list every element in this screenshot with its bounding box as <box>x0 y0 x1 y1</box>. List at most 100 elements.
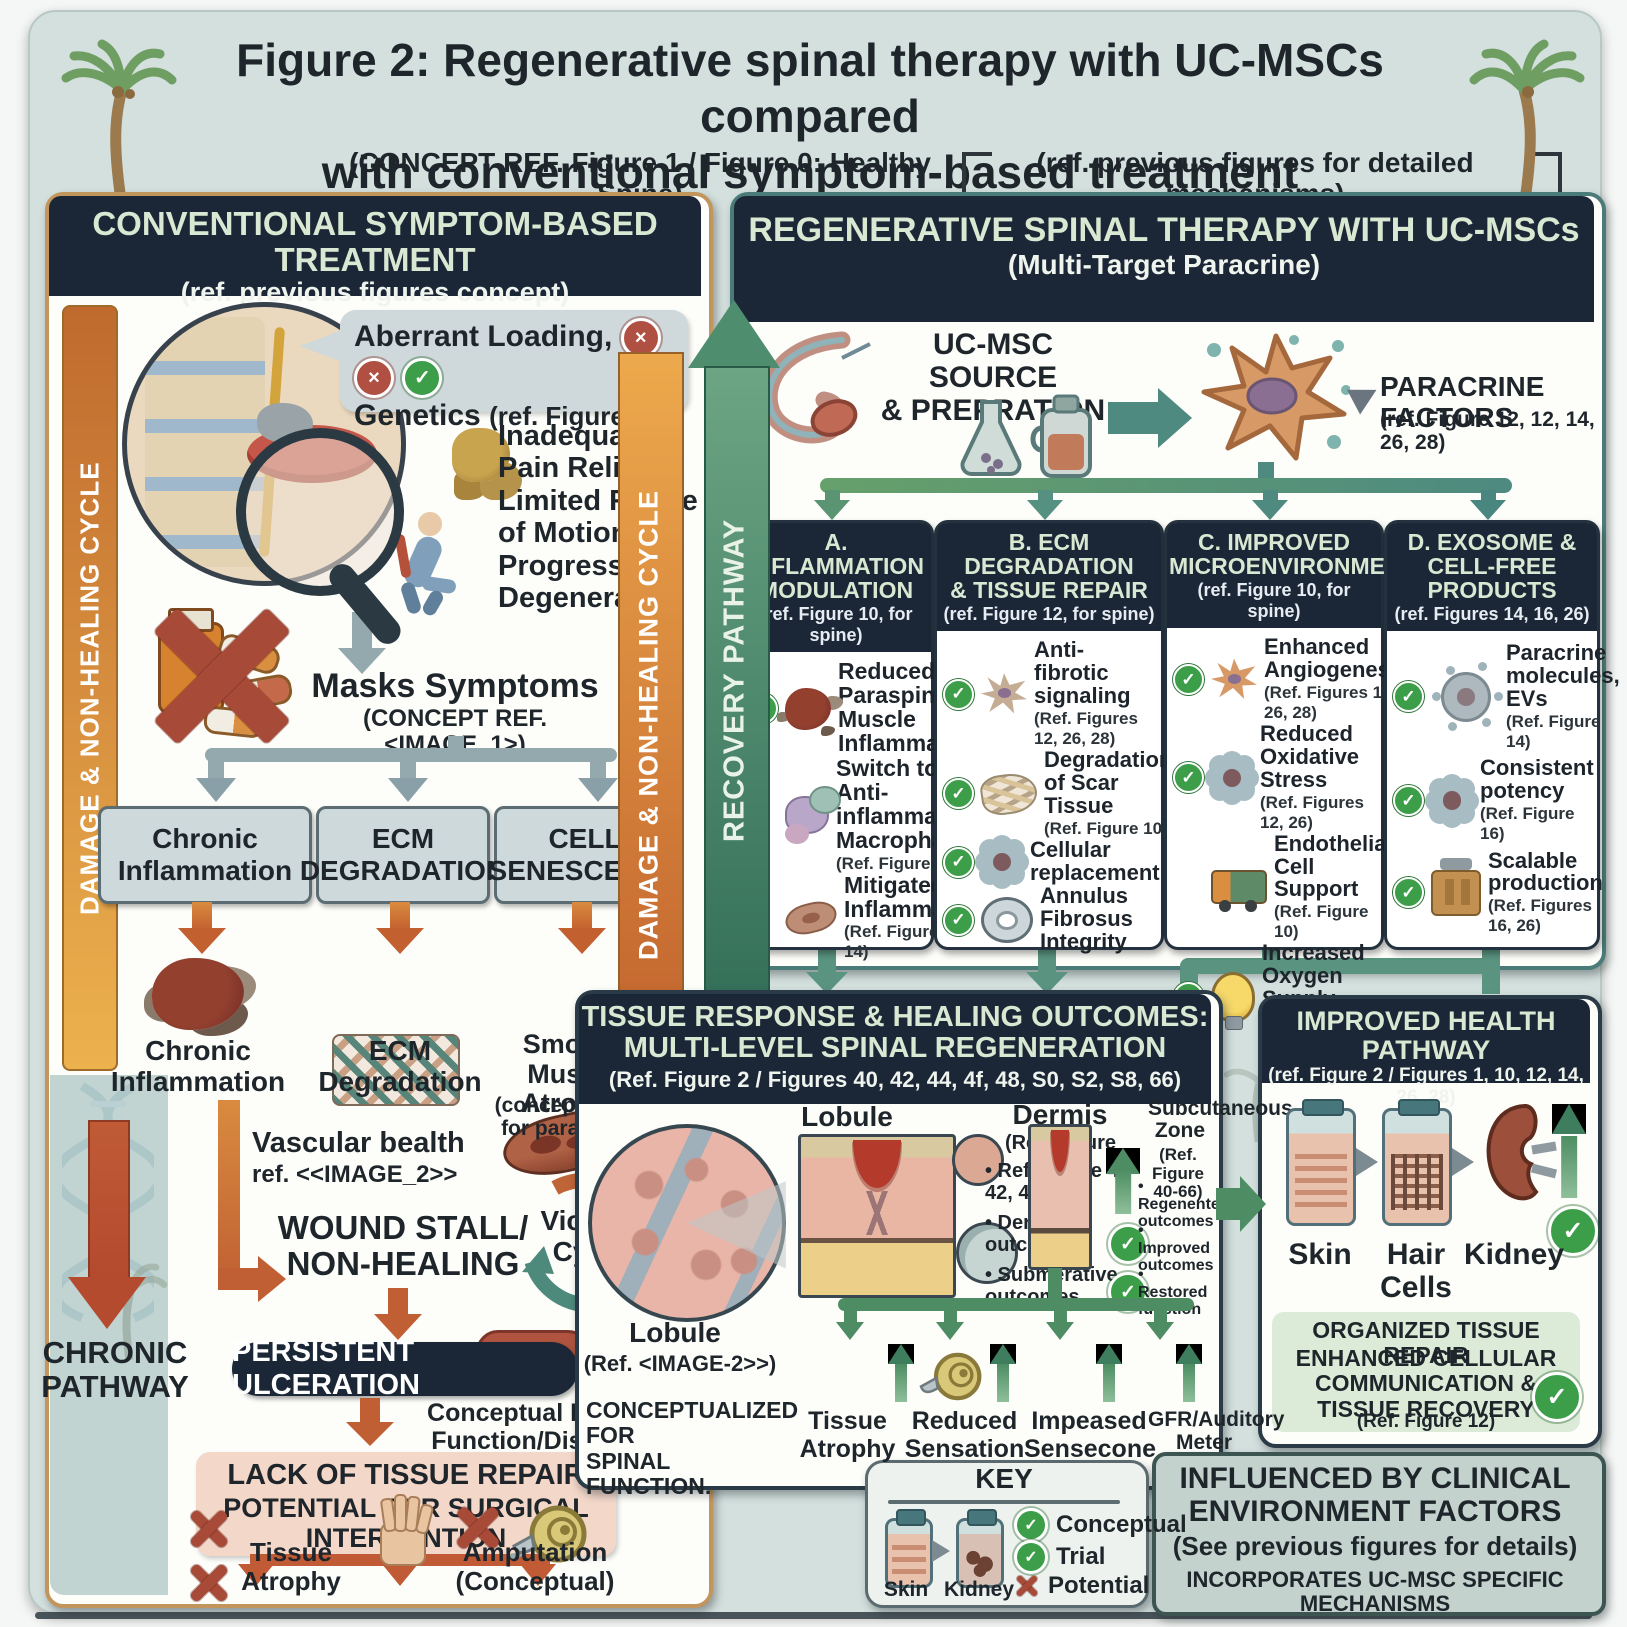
check-icon: ✓ <box>1014 1540 1048 1574</box>
hand-icon <box>368 1494 435 1566</box>
item-label: Reduced Oxidative Stress <box>1260 721 1360 792</box>
aberrant-line2: Genetics <box>354 399 481 432</box>
legend-label: Potential <box>1048 1572 1150 1599</box>
msc-cell-icon <box>1201 333 1350 461</box>
repair-line1: ORGANIZED TISSUE REPAIR <box>1312 1317 1540 1369</box>
conceptualized-label: CONCEPTUALIZED FOR SPINAL FUNCTION. <box>586 1397 799 1499</box>
tb-head1 <box>836 1322 864 1340</box>
bracket-left <box>962 152 992 196</box>
key-kidney-label: Kidney <box>944 1578 1015 1601</box>
person-pain-icon <box>392 512 462 618</box>
column-b-title: B. ECM DEGRADATION & TISSUE REPAIR <box>950 529 1148 604</box>
check-icon: ✓ <box>1393 785 1424 817</box>
column-c-title: C. IMPROVED MICROENVIRONMENT <box>1169 529 1416 580</box>
column-c: C. IMPROVED MICROENVIRONMENT (ref. Figur… <box>1164 520 1416 1051</box>
item-label: Consistent potency <box>1480 755 1594 804</box>
outcome1-label: Tissue Atrophy <box>799 1407 896 1463</box>
scar-tissue-icon <box>978 770 1040 818</box>
splitter-head2 <box>388 778 428 802</box>
conventional-header-sub: (ref. previous figures concept) <box>180 277 570 308</box>
lobule-top-label: Lobule <box>801 1101 893 1132</box>
tb-head2 <box>936 1322 964 1340</box>
tb-stub3 <box>1054 1308 1067 1324</box>
column-b-item3: ✓ Cellular replacement <box>943 838 1160 886</box>
column-a-ref: (ref. Figure 10, for spine) <box>759 604 913 646</box>
branch-stem <box>1258 462 1274 482</box>
column-d-title: D. EXOSOME & CELL-FREE PRODUCTS <box>1407 529 1577 604</box>
check-icon: ✓ <box>1108 1224 1148 1264</box>
organ3-label: Kidney <box>1463 1238 1565 1271</box>
item-ref: (Ref. Figure 16) <box>1480 804 1575 844</box>
tb-stub2 <box>944 1308 957 1324</box>
damage-arrow-label: DAMAGE & NON-HEALING CYCLE <box>633 490 664 960</box>
organ1-label: Skin <box>1288 1238 1352 1271</box>
column-d-header: D. EXOSOME & CELL-FREE PRODUCTS (ref. Fi… <box>1387 523 1597 632</box>
regenerative-header-sub: (Multi-Target Paracrine) <box>1007 248 1321 280</box>
x-circle-icon: × <box>354 358 394 398</box>
item-label: Anti-fibrotic signaling <box>1034 637 1131 709</box>
item-ref: (Ref. Figures 12, 26, 28) <box>1034 709 1138 749</box>
umbilical-cord-icon <box>760 331 871 444</box>
column-a-item2: ✓ Switch to Anti- inflammatory Macrophag… <box>747 756 984 874</box>
jar-arrow2 <box>1452 1148 1474 1176</box>
label-ecm-degradation: ECM Degradation <box>318 1035 482 1097</box>
item-label: Cellular replacement <box>1030 836 1160 885</box>
x-icon <box>186 1560 232 1606</box>
magnifier-icon <box>236 428 404 596</box>
tissue-response-title: TISSUE RESPONSE & HEALING OUTCOMES: MULT… <box>581 1001 1209 1065</box>
recovery-arrow-shaft <box>704 366 770 1064</box>
annulus-ring-icon <box>981 897 1033 944</box>
persistent-ulceration-label: PERSISTENT ULCERATION <box>232 1336 420 1401</box>
check-icon: ✓ <box>1173 664 1204 696</box>
up-arrow <box>1176 1344 1202 1402</box>
dermis-up-arrow <box>1106 1148 1140 1214</box>
lobule-histology-icon <box>588 1124 786 1322</box>
splitter-stem <box>448 736 464 750</box>
wound-down-arrow <box>388 1288 408 1316</box>
x-icon <box>186 1506 232 1552</box>
kidney-icon <box>1486 1103 1558 1201</box>
splitter-stub1 <box>208 760 224 780</box>
column-c-item3: ✓ Endothelial Cell Support (Ref. Figure … <box>1173 832 1393 943</box>
source-arrowhead <box>1158 388 1192 448</box>
check-icon: ✓ <box>943 678 974 710</box>
splitter-head1 <box>196 778 236 802</box>
potency-gear-icon <box>1431 779 1473 822</box>
paracrine-ref: (ref. Figure 12, 12, 14, 26, 28) <box>1380 408 1595 455</box>
column-a-title: A. INFLAMMATION MODULATION <box>748 529 924 604</box>
x-icon <box>1014 1573 1040 1599</box>
palm-tree-icon <box>61 39 177 194</box>
column-a-item1: ✓ Reduced Paraspinal Muscle Inflammation <box>747 660 981 757</box>
legend-label: Trial <box>1056 1543 1106 1570</box>
anti-fibrotic-cell-icon <box>981 673 1027 714</box>
masks-label: Masks Symptoms <box>311 667 599 705</box>
item-ref: (Ref. Figures 12, 26) <box>1260 792 1364 832</box>
recovery-arrow-label: RECOVERY PATHWAY <box>718 518 751 842</box>
column-b-item2: ✓ Degradation of Scar Tissue (Ref. Figur… <box>943 748 1172 839</box>
chronic-pathway-arrowhead <box>68 1277 146 1329</box>
x-circle-icon: × <box>620 318 661 358</box>
outcome4-label: GFR/Auditory Meter <box>1148 1408 1285 1455</box>
page-title: Figure 2: Regenerative spinal therapy wi… <box>236 34 1384 199</box>
label-chronic-inflammation: Chronic Inflammation <box>110 1035 286 1097</box>
splitter-bar <box>205 748 617 762</box>
key-skin-jar-icon <box>885 1509 933 1588</box>
check-icon: ✓ <box>1393 681 1424 713</box>
callout-circle-icon <box>952 1134 1004 1186</box>
box-chronic-inflammation: Chronic Inflammation <box>98 806 312 904</box>
elbow-head <box>258 1256 286 1302</box>
elbow-run <box>218 1268 260 1290</box>
tissue-response-ref: (Ref. Figure 2 / Figures 40, 42, 44, 4f,… <box>608 1066 1182 1092</box>
vascular-label: Vascular bealth <box>252 1127 465 1159</box>
cochlea-icon <box>919 1352 982 1401</box>
branch-bar <box>820 478 1512 493</box>
check-circle-icon: ✓ <box>402 358 443 398</box>
column-b-item4: ✓ Annulus Fibrosus Integrity <box>943 885 1155 955</box>
box-ecm-degradation: ECM DEGRADATION <box>300 806 506 904</box>
tissue-response-header: TISSUE RESPONSE & HEALING OUTCOMES: MULT… <box>579 994 1211 1104</box>
health-pathway-title: IMPROVED HEALTH PATHWAY <box>1296 1006 1556 1066</box>
vascular-ref: ref. <<IMAGE_2>> <box>252 1161 458 1188</box>
column-a-header: A. INFLAMMATION MODULATION (ref. Figure … <box>741 523 931 653</box>
subq-ref: (Ref. Figure 40-66) <box>1152 1145 1204 1202</box>
